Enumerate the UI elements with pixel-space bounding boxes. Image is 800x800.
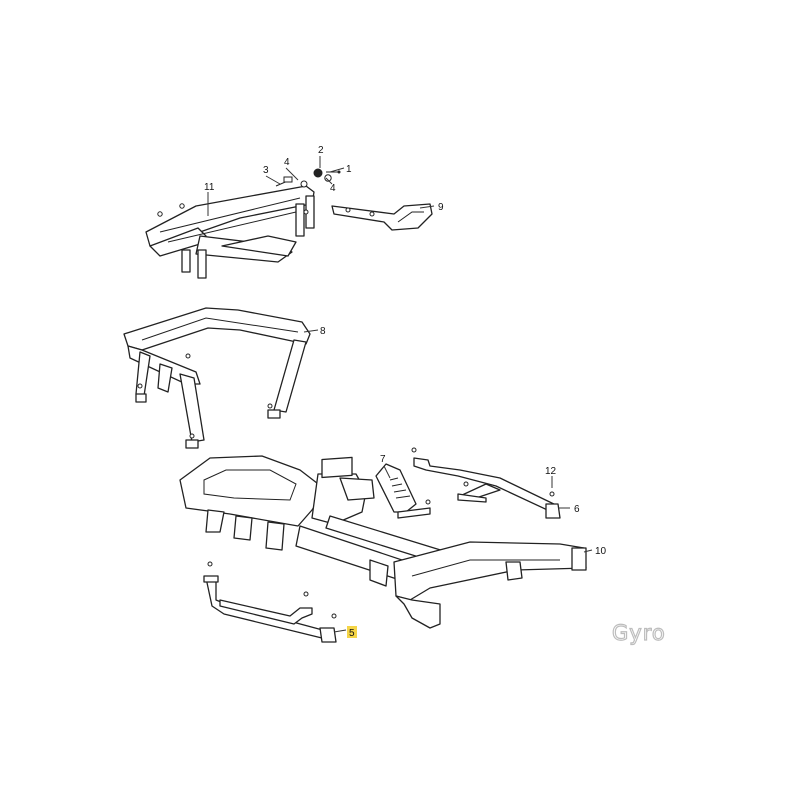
callout-8: 8 bbox=[320, 326, 326, 337]
callout-10: 10 bbox=[595, 546, 607, 557]
callout-3: 3 bbox=[263, 165, 269, 176]
callout-12: 12 bbox=[545, 466, 557, 477]
callout-7: 7 bbox=[380, 454, 386, 465]
callout-labels: 11 3 4 2 1 4 9 8 7 12 6 10 5 bbox=[204, 145, 607, 639]
part-9-bracket bbox=[331, 203, 433, 231]
part-7-footrest bbox=[375, 447, 431, 519]
part-5-lower-frame bbox=[203, 561, 337, 643]
callout-4-lower: 4 bbox=[330, 183, 336, 194]
callout-5-highlight bbox=[347, 626, 357, 638]
callout-6: 6 bbox=[574, 504, 580, 515]
part-11-seat-frame bbox=[145, 185, 315, 279]
callout-4-upper: 4 bbox=[284, 157, 290, 168]
callout-9: 9 bbox=[438, 202, 444, 213]
part-8-upper-frame bbox=[123, 307, 311, 449]
callout-1: 1 bbox=[346, 164, 352, 175]
hardware-bolt-nut-washer bbox=[275, 168, 341, 188]
callout-5: 5 bbox=[349, 628, 355, 639]
brand-watermark: Gyro bbox=[612, 621, 666, 645]
callout-2: 2 bbox=[318, 145, 324, 156]
leader-lines bbox=[207, 156, 593, 633]
part-6-step-bracket bbox=[413, 457, 561, 519]
callout-11: 11 bbox=[204, 182, 215, 193]
part-10-main-chassis bbox=[179, 455, 587, 629]
